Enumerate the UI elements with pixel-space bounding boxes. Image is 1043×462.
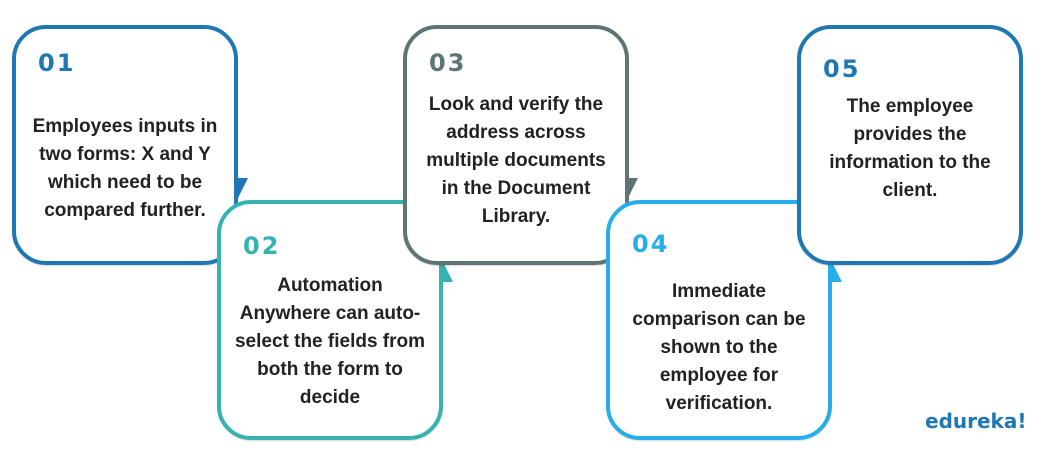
step-number: 03 [429,49,467,77]
step-number: 02 [243,232,281,260]
step-description: Look and verify the address across multi… [426,94,606,227]
step-number: 05 [823,55,861,83]
step-number: 04 [632,230,670,258]
step-description: The employee provides the information to… [829,96,991,201]
step-description: Automation Anywhere can auto- select the… [234,275,426,408]
edureka-logo: edureka! [925,409,1027,433]
step-description: Immediate comparison can be shown to the… [632,281,806,414]
step-card-01: 01 Employees inputs in two forms: X and … [12,25,238,265]
step-number: 01 [38,49,76,77]
step-card-04: 04 Immediate comparison can be shown to … [606,200,832,440]
step-card-03: 03 Look and verify the address across mu… [403,25,629,265]
step-description: Employees inputs in two forms: X and Y w… [32,116,218,221]
step-card-05: 05 The employee provides the information… [797,25,1023,265]
